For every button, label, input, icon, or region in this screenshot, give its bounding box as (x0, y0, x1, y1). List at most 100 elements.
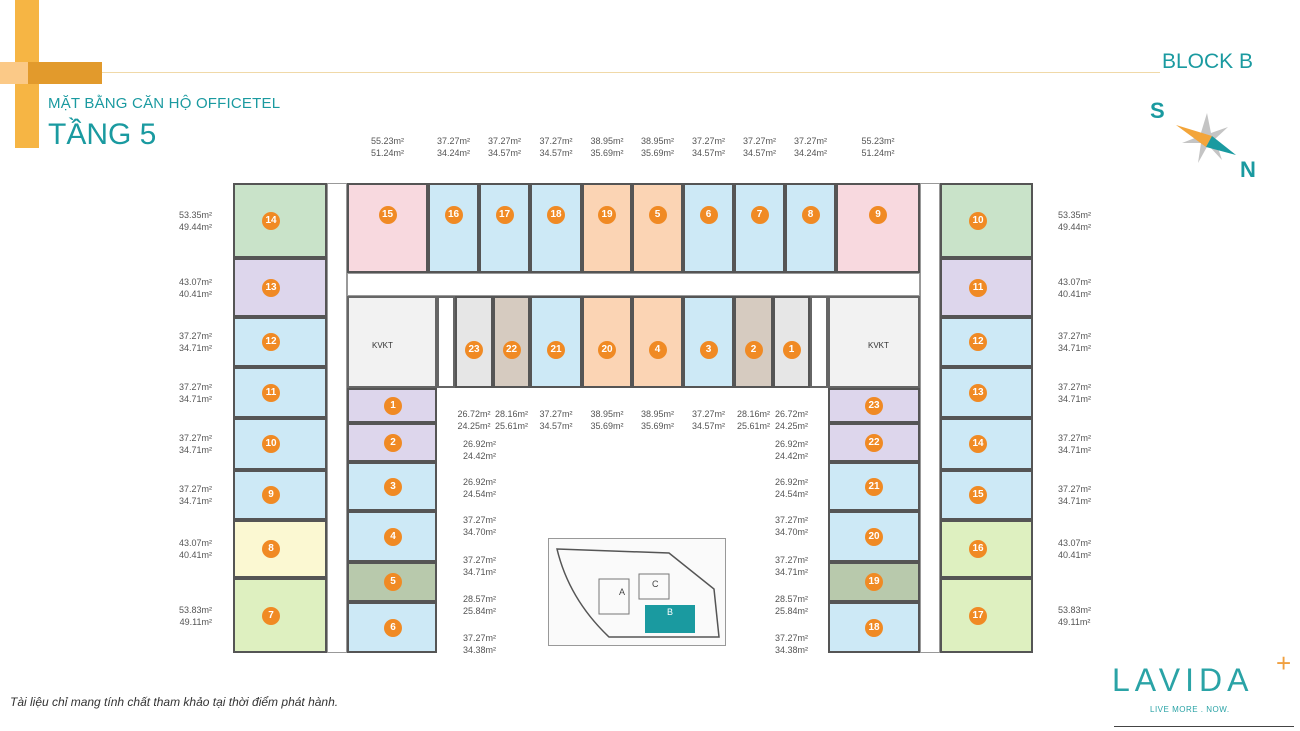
gross-area: 38.95m² (590, 136, 624, 146)
gross-area: 53.35m² (1058, 209, 1092, 220)
unit-top-row (530, 183, 582, 273)
unit-top-row (582, 183, 632, 273)
site-building-b-label: B (667, 607, 674, 617)
unit-number-badge: 22 (865, 433, 883, 452)
unit-left-outer (233, 258, 327, 317)
gross-area: 43.07m² (1058, 276, 1092, 287)
unit-number-badge: 21 (865, 477, 883, 496)
gross-area: 37.27m² (774, 515, 808, 525)
unit-number-badge: 1 (782, 341, 801, 359)
unit-number-badge: 13 (262, 278, 280, 297)
gross-area: 26.92m² (463, 477, 497, 487)
unit-left-outer (233, 520, 327, 578)
footer-divider (1114, 726, 1294, 727)
unit-left-outer (233, 470, 327, 520)
unit-number-badge: 17 (495, 206, 514, 224)
gross-area: 37.27m² (1058, 433, 1092, 443)
unit-top-row (632, 183, 683, 273)
net-area: 35.69m² (590, 421, 624, 431)
unit-number-badge: 14 (262, 211, 280, 230)
gross-area: 26.92m² (774, 439, 808, 449)
gross-area: 37.27m² (1058, 484, 1092, 494)
site-building-c-label: C (652, 579, 659, 589)
net-area: 34.57m² (539, 148, 573, 158)
compass-rose-icon (1176, 113, 1236, 163)
gross-area: 53.83m² (178, 604, 212, 615)
unit-number-badge: 6 (699, 206, 718, 224)
unit-number-badge: 5 (648, 206, 667, 224)
unit-number-badge: 7 (750, 206, 769, 224)
gross-area: 37.27m² (178, 381, 212, 392)
unit-number-badge: 3 (384, 477, 402, 496)
net-area: 35.69m² (590, 148, 624, 158)
gross-area: 38.95m² (640, 409, 675, 419)
net-area: 49.11m² (179, 616, 212, 627)
gross-area: 37.27m² (487, 136, 522, 146)
unit-number-badge: 10 (969, 211, 987, 230)
gross-area: 26.72m² (774, 409, 809, 419)
unit-number-badge: 23 (865, 396, 883, 415)
unit-number-badge: 15 (969, 486, 987, 504)
unit-top-row (428, 183, 479, 273)
unit-number-badge: 9 (262, 486, 280, 504)
corridor-main (347, 273, 920, 296)
unit-number-badge: 21 (547, 341, 565, 359)
net-area: 25.61m² (736, 421, 771, 431)
net-area: 40.41m² (1058, 288, 1092, 299)
unit-number-badge: 19 (598, 206, 616, 224)
unit-number-badge: 2 (744, 341, 763, 359)
core-left-elevators-stairs (347, 296, 437, 388)
net-area: 25.61m² (494, 421, 529, 431)
net-area: 24.42m² (463, 451, 497, 461)
unit-top-row (734, 183, 785, 273)
unit-number-badge: 11 (969, 278, 987, 297)
page-title: TẦNG 5 (48, 118, 157, 151)
net-area: 34.70m² (463, 527, 497, 537)
net-area: 34.71m² (463, 567, 497, 577)
gross-area: 37.27m² (463, 633, 497, 643)
unit-number-badge: 23 (465, 341, 483, 359)
unit-number-badge: 12 (969, 333, 987, 351)
gross-area: 37.27m² (774, 555, 808, 565)
unit-number-badge: 17 (969, 606, 987, 625)
net-area: 34.57m² (487, 148, 522, 158)
shaft-left (437, 296, 455, 388)
net-area: 24.42m² (774, 451, 808, 461)
net-area: 34.70m² (774, 527, 808, 537)
unit-number-badge: 15 (378, 206, 397, 224)
unit-number-badge: 20 (865, 527, 883, 546)
net-area: 25.84m² (463, 606, 497, 616)
brand-logo-plus: + (1276, 648, 1292, 678)
unit-top-row (785, 183, 836, 273)
unit-number-badge: 5 (384, 573, 402, 591)
net-area: 24.54m² (774, 489, 808, 499)
gross-area: 37.27m² (691, 136, 726, 146)
net-area: 34.71m² (1058, 343, 1092, 353)
unit-right-outer (940, 470, 1033, 520)
logo-accent-bar-dark (28, 62, 102, 84)
net-area: 34.57m² (691, 421, 726, 431)
compass-south-label: S (1150, 98, 1165, 123)
page-subtitle: MẶT BẰNG CĂN HỘ OFFICETEL (48, 95, 281, 112)
net-area: 49.11m² (1058, 616, 1091, 627)
unit-number-badge: 18 (547, 206, 565, 224)
unit-number-badge: 7 (262, 606, 280, 625)
